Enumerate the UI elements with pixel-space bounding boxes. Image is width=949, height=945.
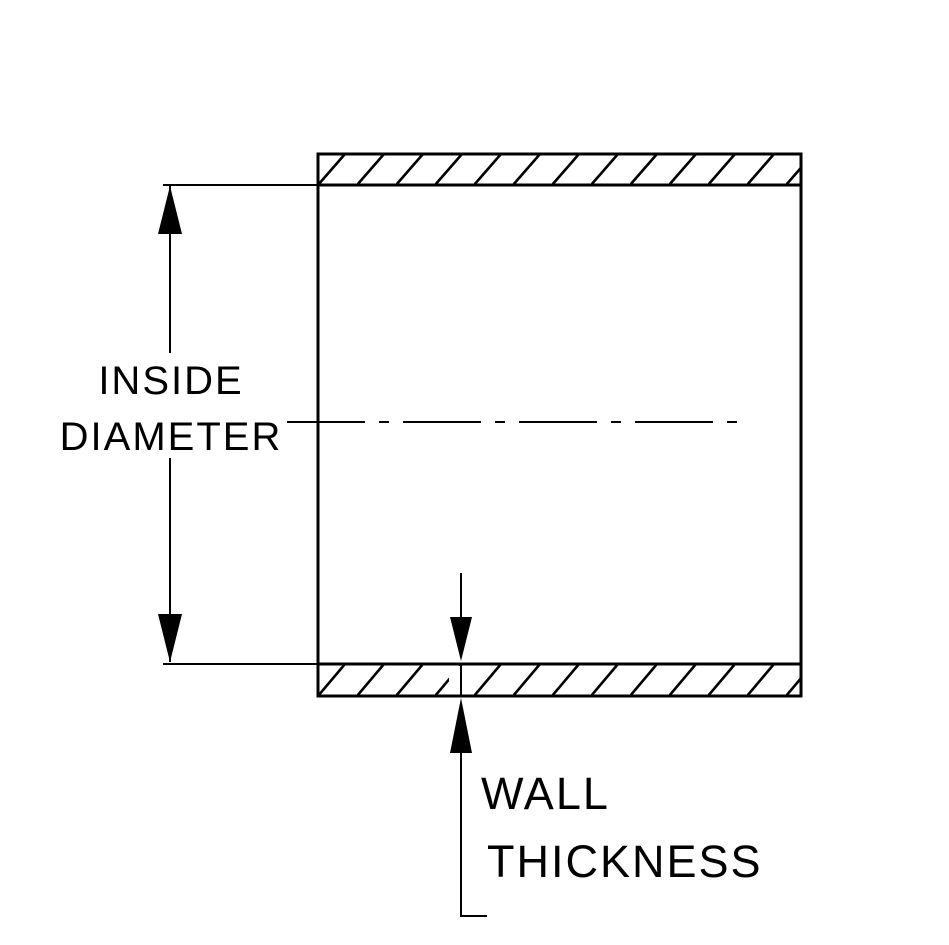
inside-diameter-label-line1: INSIDE xyxy=(98,359,243,403)
wall-thickness-label-line2: THICKNESS xyxy=(487,836,763,887)
tube-outline xyxy=(316,152,803,698)
wall-thickness-label-line1: WALL xyxy=(481,768,610,819)
arrow-down-small-icon xyxy=(450,617,472,661)
bottom-wall-hatch xyxy=(318,664,801,696)
top-wall-hatch xyxy=(318,154,801,185)
arrow-up-small-icon xyxy=(450,698,472,753)
inside-diameter-label-line2: DIAMETER xyxy=(60,415,283,459)
arrow-up-icon xyxy=(158,186,182,234)
arrow-down-icon xyxy=(158,614,182,662)
